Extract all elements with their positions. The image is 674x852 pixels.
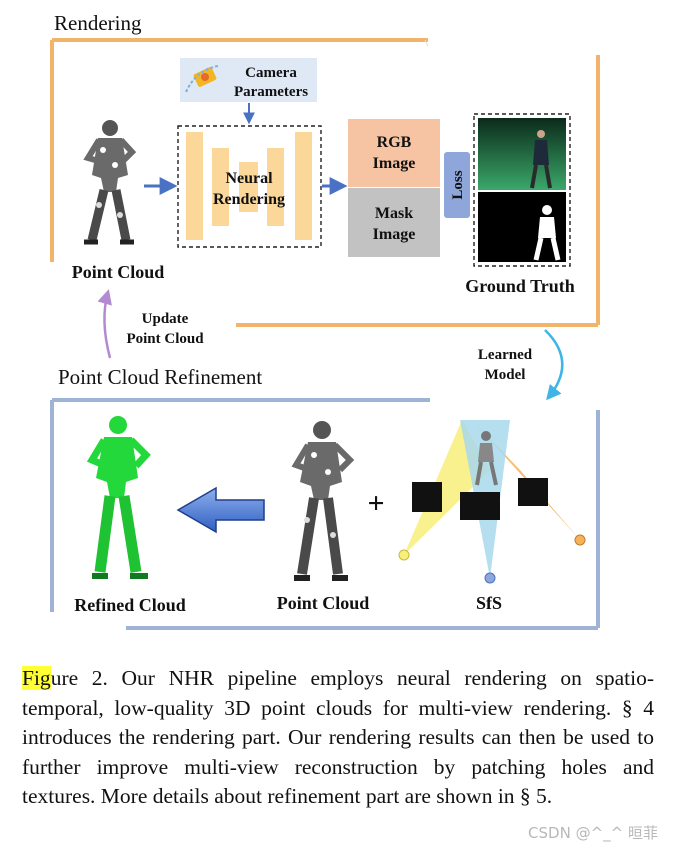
- neural-rendering-block: Neural Rendering: [177, 125, 322, 248]
- ground-truth-images: [473, 113, 571, 267]
- camera-parameters: Camera Parameters: [180, 58, 317, 102]
- sfs-label: SfS: [476, 593, 502, 613]
- ground-truth-label: Ground Truth: [465, 276, 575, 296]
- camera-label-line1: Camera: [245, 65, 297, 81]
- figure-caption: Figure 2. Our NHR pipeline employs neura…: [22, 664, 654, 812]
- refinement-section-title: Point Cloud Refinement: [58, 365, 262, 389]
- neural-label-line1: Neural: [225, 170, 273, 187]
- learned-label-line2: Model: [485, 367, 526, 383]
- point-cloud-label-top: Point Cloud: [72, 262, 165, 282]
- update-label-line2: Point Cloud: [126, 331, 204, 347]
- mask-image-box: Mask Image: [348, 188, 440, 257]
- plus-sign: +: [367, 487, 384, 520]
- rgb-image-box: RGB Image: [348, 119, 440, 187]
- mask-label-line2: Image: [373, 226, 416, 243]
- nhr-pipeline-figure: Rendering Camera Parameters Neural Rende…: [50, 11, 600, 630]
- mask-label-line1: Mask: [375, 205, 413, 222]
- rendering-section-title: Rendering: [54, 11, 142, 35]
- rgb-label-line1: RGB: [377, 134, 412, 151]
- learned-model-arrow: [544, 329, 564, 401]
- caption-highlight: Fig: [22, 666, 51, 690]
- refinement-frame: [50, 398, 600, 630]
- point-cloud-figure-bottom: [291, 421, 355, 581]
- sfs-figure: [398, 420, 586, 584]
- refine-big-arrow: [176, 486, 265, 534]
- camera-label-line2: Parameters: [234, 84, 308, 100]
- point-cloud-label-bottom: Point Cloud: [277, 593, 370, 613]
- learned-label-line1: Learned: [478, 347, 533, 363]
- rendering-frame: [50, 38, 600, 327]
- camera-icon: [185, 65, 219, 93]
- csdn-watermark: CSDN @^_^ 晅菲: [528, 824, 658, 842]
- rgb-label-line2: Image: [373, 155, 416, 172]
- update-label-line1: Update: [142, 311, 189, 327]
- loss-box: Loss: [444, 152, 470, 218]
- refined-cloud-label: Refined Cloud: [74, 595, 186, 615]
- point-cloud-figure-top: [83, 120, 137, 245]
- refined-cloud-figure: [86, 416, 151, 579]
- update-arrow: [97, 289, 112, 359]
- neural-label-line2: Rendering: [213, 191, 285, 208]
- loss-label: Loss: [450, 170, 466, 199]
- caption-text: ure 2. Our NHR pipeline employs neural r…: [22, 666, 654, 808]
